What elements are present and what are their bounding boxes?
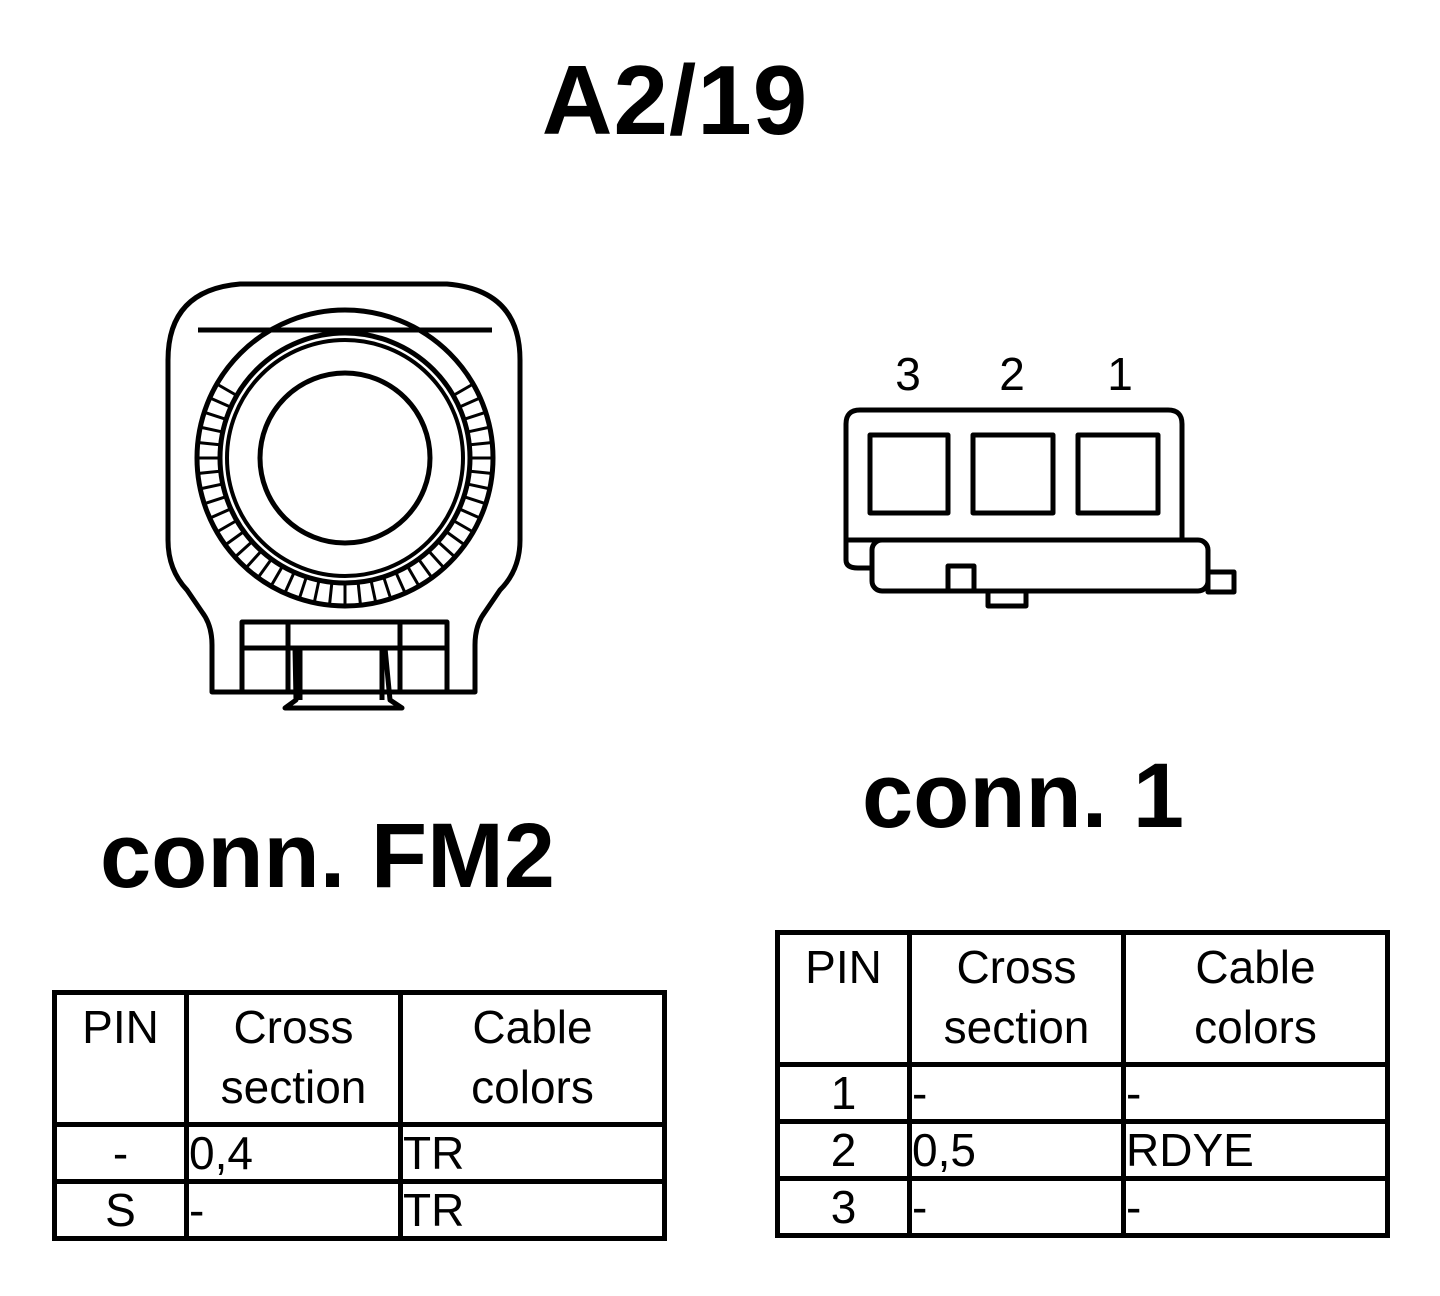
- pin-cell: 1: [775, 1062, 912, 1124]
- cross-section-cell: -: [907, 1176, 1126, 1238]
- gear-tooth: [459, 507, 480, 520]
- gear-tooth: [459, 396, 480, 409]
- gear-tooth: [464, 411, 486, 421]
- gear-tooth: [312, 580, 321, 603]
- table-row: 3 - -: [775, 1176, 1390, 1238]
- cable-colors-cell: -: [1121, 1176, 1390, 1238]
- header-cable-colors: Cable colors: [398, 990, 667, 1127]
- conn-1-title: conn. 1: [862, 745, 1185, 847]
- fm2-gear-teeth: [198, 383, 492, 605]
- gear-tooth: [437, 541, 456, 558]
- header-pin: PIN: [52, 990, 189, 1127]
- gear-tooth: [200, 425, 223, 434]
- pin-cell: 3: [775, 1176, 912, 1238]
- gear-tooth: [467, 425, 490, 434]
- gear-tooth: [470, 441, 492, 447]
- diagram-title: A2/19: [541, 45, 809, 155]
- conn1-pin-label: 3: [895, 348, 921, 400]
- cross-section-cell: 0,5: [907, 1119, 1126, 1181]
- cable-colors-cell: -: [1121, 1062, 1390, 1124]
- gear-tooth: [464, 495, 486, 505]
- header-cross-section: Cross section: [907, 930, 1126, 1067]
- gear-tooth: [204, 495, 226, 505]
- gear-tooth: [428, 550, 445, 569]
- pin-cell: S: [52, 1179, 189, 1241]
- cross-section-cell: 0,4: [184, 1122, 403, 1184]
- gear-tooth: [382, 577, 392, 599]
- conn1-pin-label: 1: [1107, 348, 1133, 400]
- cross-section-cell: -: [907, 1062, 1126, 1124]
- gear-tooth: [453, 519, 474, 533]
- gear-tooth: [470, 469, 492, 475]
- cable-colors-cell: TR: [398, 1179, 667, 1241]
- gear-tooth: [270, 566, 284, 587]
- gear-tooth: [216, 519, 237, 533]
- cable-colors-cell: RDYE: [1121, 1119, 1390, 1181]
- conn1-pin-1-cavity: [1075, 432, 1161, 516]
- cross-section-cell: -: [184, 1179, 403, 1241]
- gear-tooth: [204, 411, 226, 421]
- gear-tooth: [216, 383, 237, 397]
- table-row: S - TR: [52, 1179, 667, 1241]
- header-cross-section: Cross section: [184, 990, 403, 1127]
- gear-tooth: [234, 541, 253, 558]
- gear-tooth: [417, 559, 433, 578]
- table-row: 1 - -: [775, 1062, 1390, 1124]
- conn1-connector-drawing: [843, 407, 1237, 609]
- fm2-connector-drawing: [165, 281, 523, 711]
- gear-tooth: [369, 580, 378, 603]
- conn1-pin-label: 2: [999, 348, 1025, 400]
- gear-tooth: [283, 572, 296, 593]
- gear-tooth: [394, 572, 407, 593]
- conn-fm2-title: conn. FM2: [100, 805, 555, 907]
- conn1-pin-2-cavity: [970, 432, 1056, 516]
- gear-tooth: [210, 507, 231, 520]
- gear-tooth: [198, 469, 220, 475]
- gear-tooth: [446, 530, 465, 546]
- gear-tooth: [406, 566, 420, 587]
- table-header-row: PIN Cross section Cable colors: [52, 990, 667, 1127]
- gear-tooth: [356, 583, 362, 605]
- gear-tooth: [198, 441, 220, 447]
- cable-colors-cell: TR: [398, 1122, 667, 1184]
- table-header-row: PIN Cross section Cable colors: [775, 930, 1390, 1067]
- gear-tooth: [298, 577, 308, 599]
- gear-tooth: [245, 550, 262, 569]
- gear-tooth: [200, 482, 223, 491]
- table-row: 2 0,5 RDYE: [775, 1119, 1390, 1181]
- conn1-pin-3-cavity: [867, 432, 951, 516]
- conn1-pin-table: PIN Cross section Cable colors 1 - - 2 0…: [775, 930, 1390, 1238]
- gear-tooth: [328, 583, 334, 605]
- gear-tooth: [210, 396, 231, 409]
- gear-tooth: [467, 482, 490, 491]
- pin-cell: -: [52, 1122, 189, 1184]
- gear-tooth: [453, 383, 474, 397]
- fm2-pin-table: PIN Cross section Cable colors - 0,4 TR …: [52, 990, 667, 1241]
- table-row: - 0,4 TR: [52, 1122, 667, 1184]
- header-pin: PIN: [775, 930, 912, 1067]
- header-cable-colors: Cable colors: [1121, 930, 1390, 1067]
- gear-tooth: [225, 530, 244, 546]
- gear-tooth: [257, 559, 273, 578]
- pin-cell: 2: [775, 1119, 912, 1181]
